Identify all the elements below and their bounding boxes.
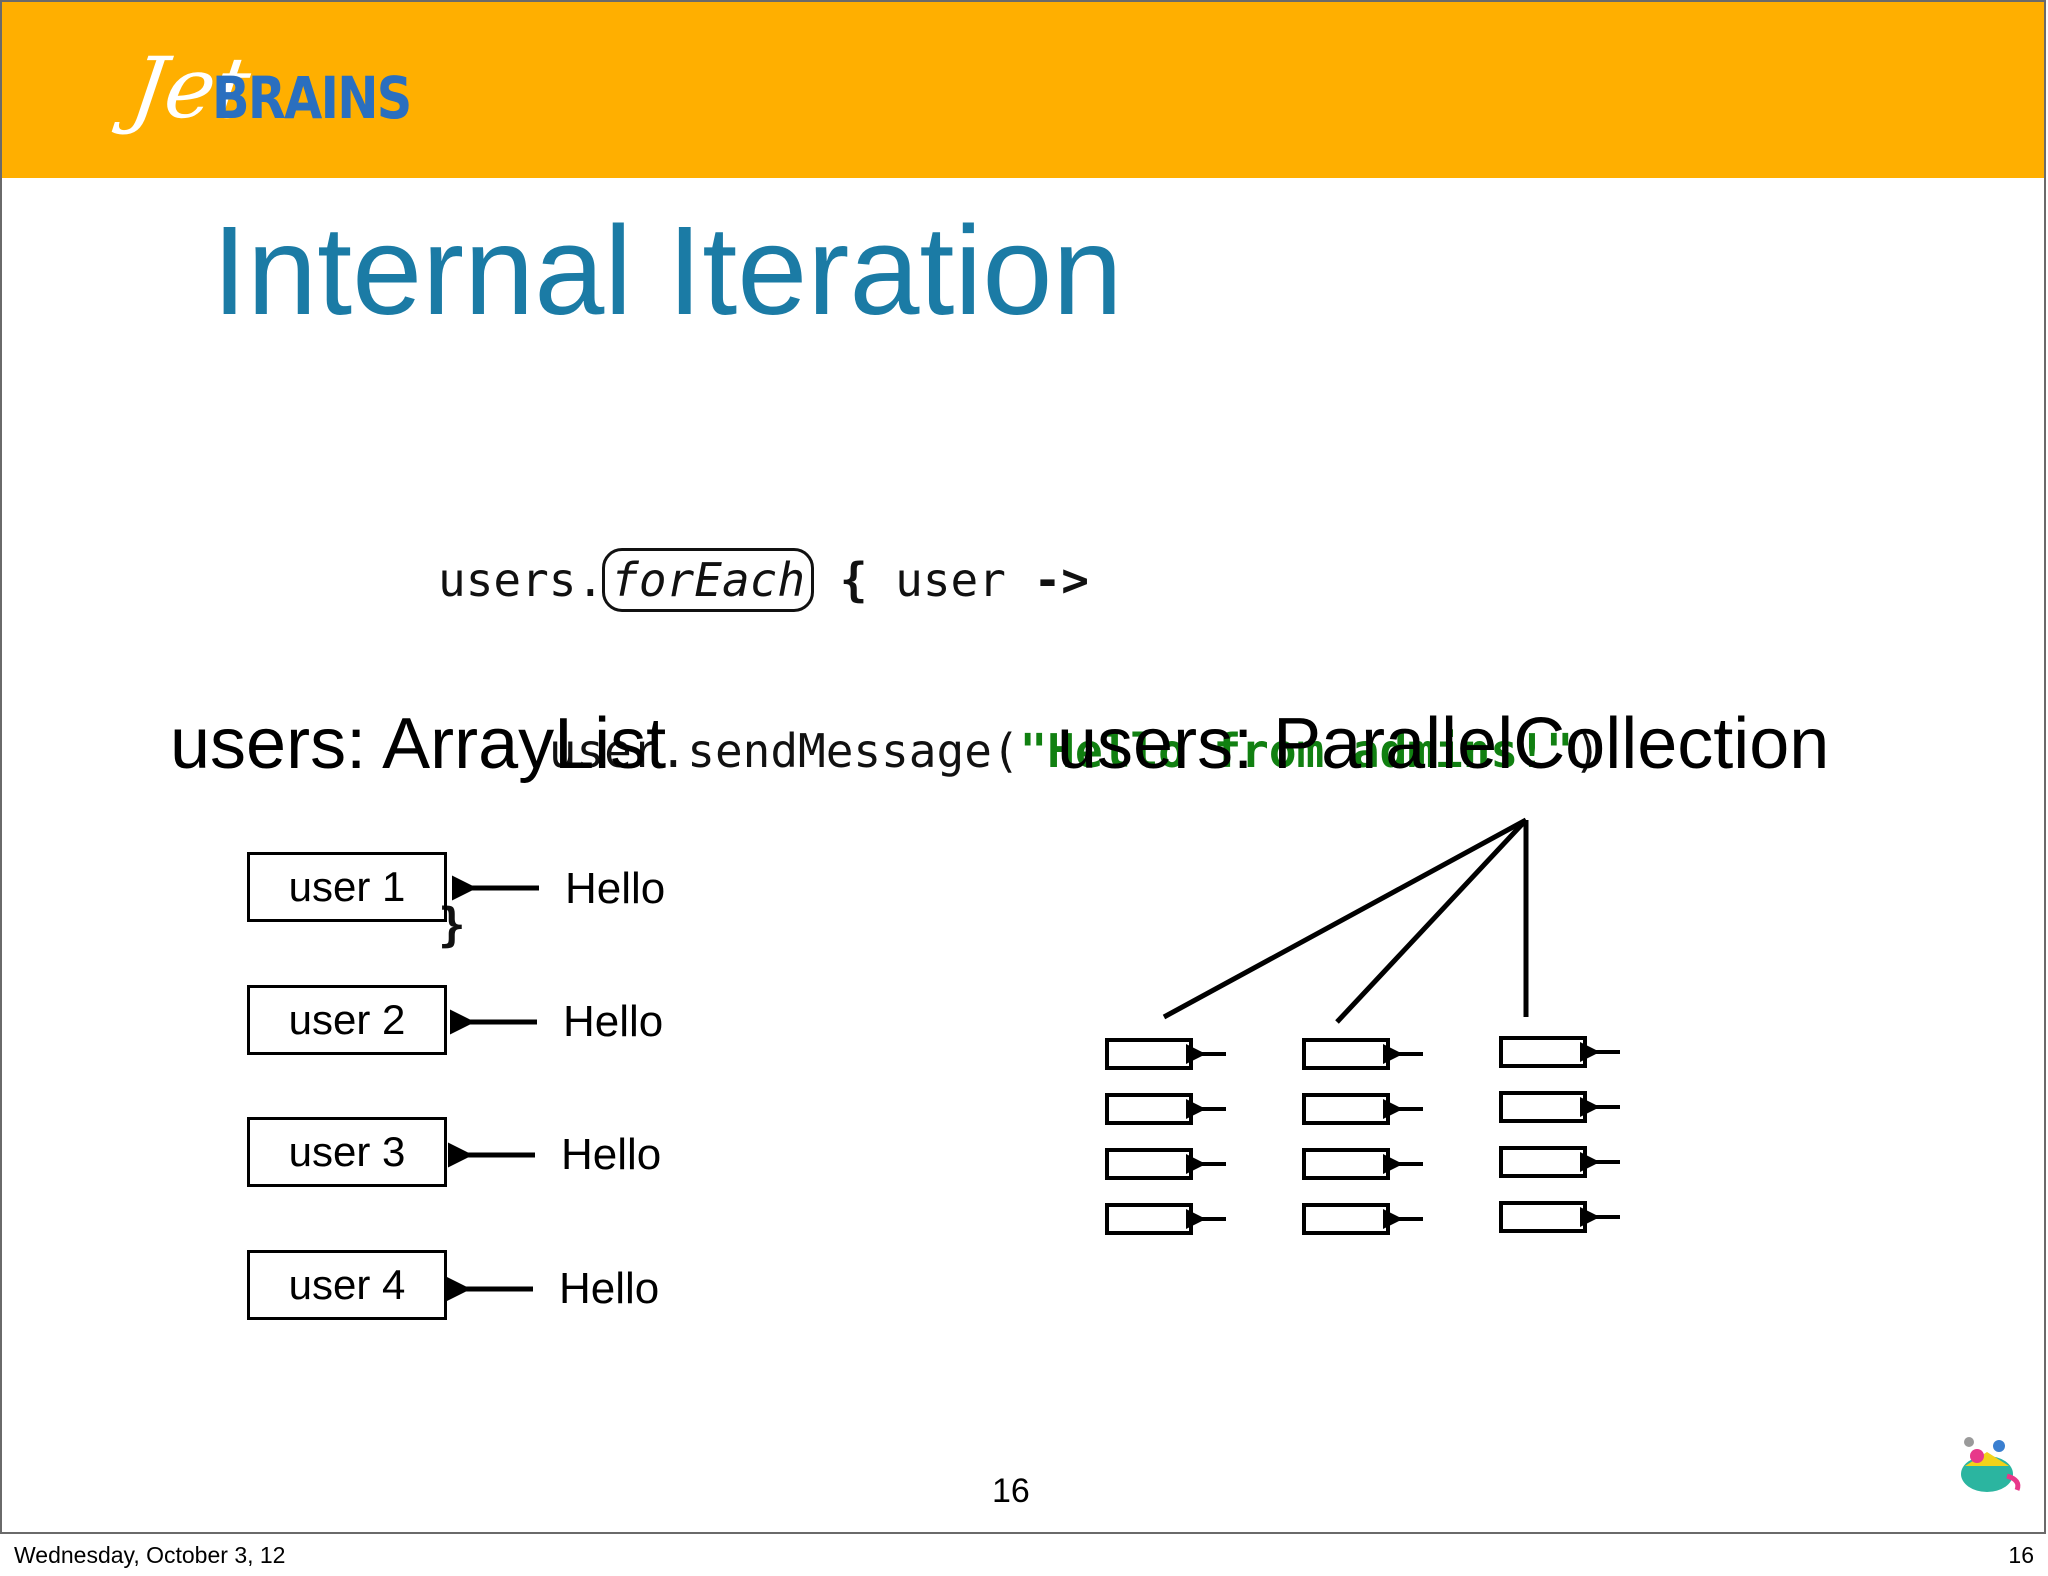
branch-line-1 bbox=[1162, 817, 1528, 1020]
parallel-item-1-4 bbox=[1105, 1203, 1193, 1235]
parallel-column-1 bbox=[1105, 1038, 1226, 1235]
code-paren-close: ) bbox=[1573, 724, 1602, 778]
parallel-item-3-3 bbox=[1499, 1146, 1587, 1178]
jetbrains-logo: Jet BRAINS bbox=[125, 39, 432, 156]
footer-page-number: 16 bbox=[2008, 1542, 2034, 1568]
slide: Jet BRAINS Internal Iteration users.forE… bbox=[0, 0, 2046, 1534]
logo-brains-text: BRAINS bbox=[212, 64, 412, 132]
parallelcollection-heading: users: ParallelCollection bbox=[1057, 704, 1830, 784]
code-string: "Hello from admins!" bbox=[1019, 724, 1574, 778]
slide-page-number: 16 bbox=[992, 1472, 1030, 1510]
code-block: users.forEach { user -> user.sendMessage… bbox=[438, 432, 1601, 1070]
code-user-param: user bbox=[867, 553, 1034, 607]
hello-label-4: Hello bbox=[559, 1264, 660, 1313]
code-arrow: -> bbox=[1033, 553, 1089, 607]
parallel-item-2-2 bbox=[1302, 1093, 1390, 1125]
arraylist-heading: users: ArrayList bbox=[170, 704, 667, 784]
slide-title: Internal Iteration bbox=[212, 200, 1123, 341]
parallel-item-2-1 bbox=[1302, 1038, 1390, 1070]
code-foreach-highlight: forEach bbox=[602, 548, 815, 612]
user-box-2: user 2 bbox=[247, 985, 447, 1055]
code-line-1: users.forEach { user -> bbox=[438, 548, 1601, 612]
user-box-3: user 3 bbox=[247, 1117, 447, 1187]
mascot-icon bbox=[1961, 1437, 2021, 1492]
code-users: users. bbox=[438, 553, 605, 607]
branch-line-2 bbox=[1335, 818, 1528, 1024]
parallel-item-3-2 bbox=[1499, 1091, 1587, 1123]
parallel-item-1-2 bbox=[1105, 1093, 1193, 1125]
parallel-item-1-1 bbox=[1105, 1038, 1193, 1070]
footer-bar bbox=[0, 1534, 2048, 1576]
iteration-diagram bbox=[446, 817, 1620, 1302]
header-bar: Jet BRAINS bbox=[2, 2, 2044, 178]
parallel-item-3-1 bbox=[1499, 1036, 1587, 1068]
parallel-item-2-3 bbox=[1302, 1148, 1390, 1180]
code-line-3: } bbox=[438, 898, 466, 952]
user-box-4: user 4 bbox=[247, 1250, 447, 1320]
footer-date: Wednesday, October 3, 12 bbox=[14, 1542, 286, 1568]
code-line-2: user.sendMessage("Hello from admins!") bbox=[438, 722, 1601, 780]
hello-label-1: Hello bbox=[565, 864, 666, 913]
parallel-item-3-4 bbox=[1499, 1201, 1587, 1233]
hello-label-3: Hello bbox=[561, 1130, 662, 1179]
code-brace-open: { bbox=[812, 553, 868, 607]
parallel-item-2-4 bbox=[1302, 1203, 1390, 1235]
hello-label-2: Hello bbox=[563, 997, 664, 1046]
code-send-message: user.sendMessage( bbox=[438, 724, 1020, 778]
user-box-1: user 1 bbox=[247, 852, 447, 922]
parallel-column-2 bbox=[1302, 1038, 1423, 1235]
parallel-column-3 bbox=[1499, 1036, 1620, 1233]
parallel-item-1-3 bbox=[1105, 1148, 1193, 1180]
